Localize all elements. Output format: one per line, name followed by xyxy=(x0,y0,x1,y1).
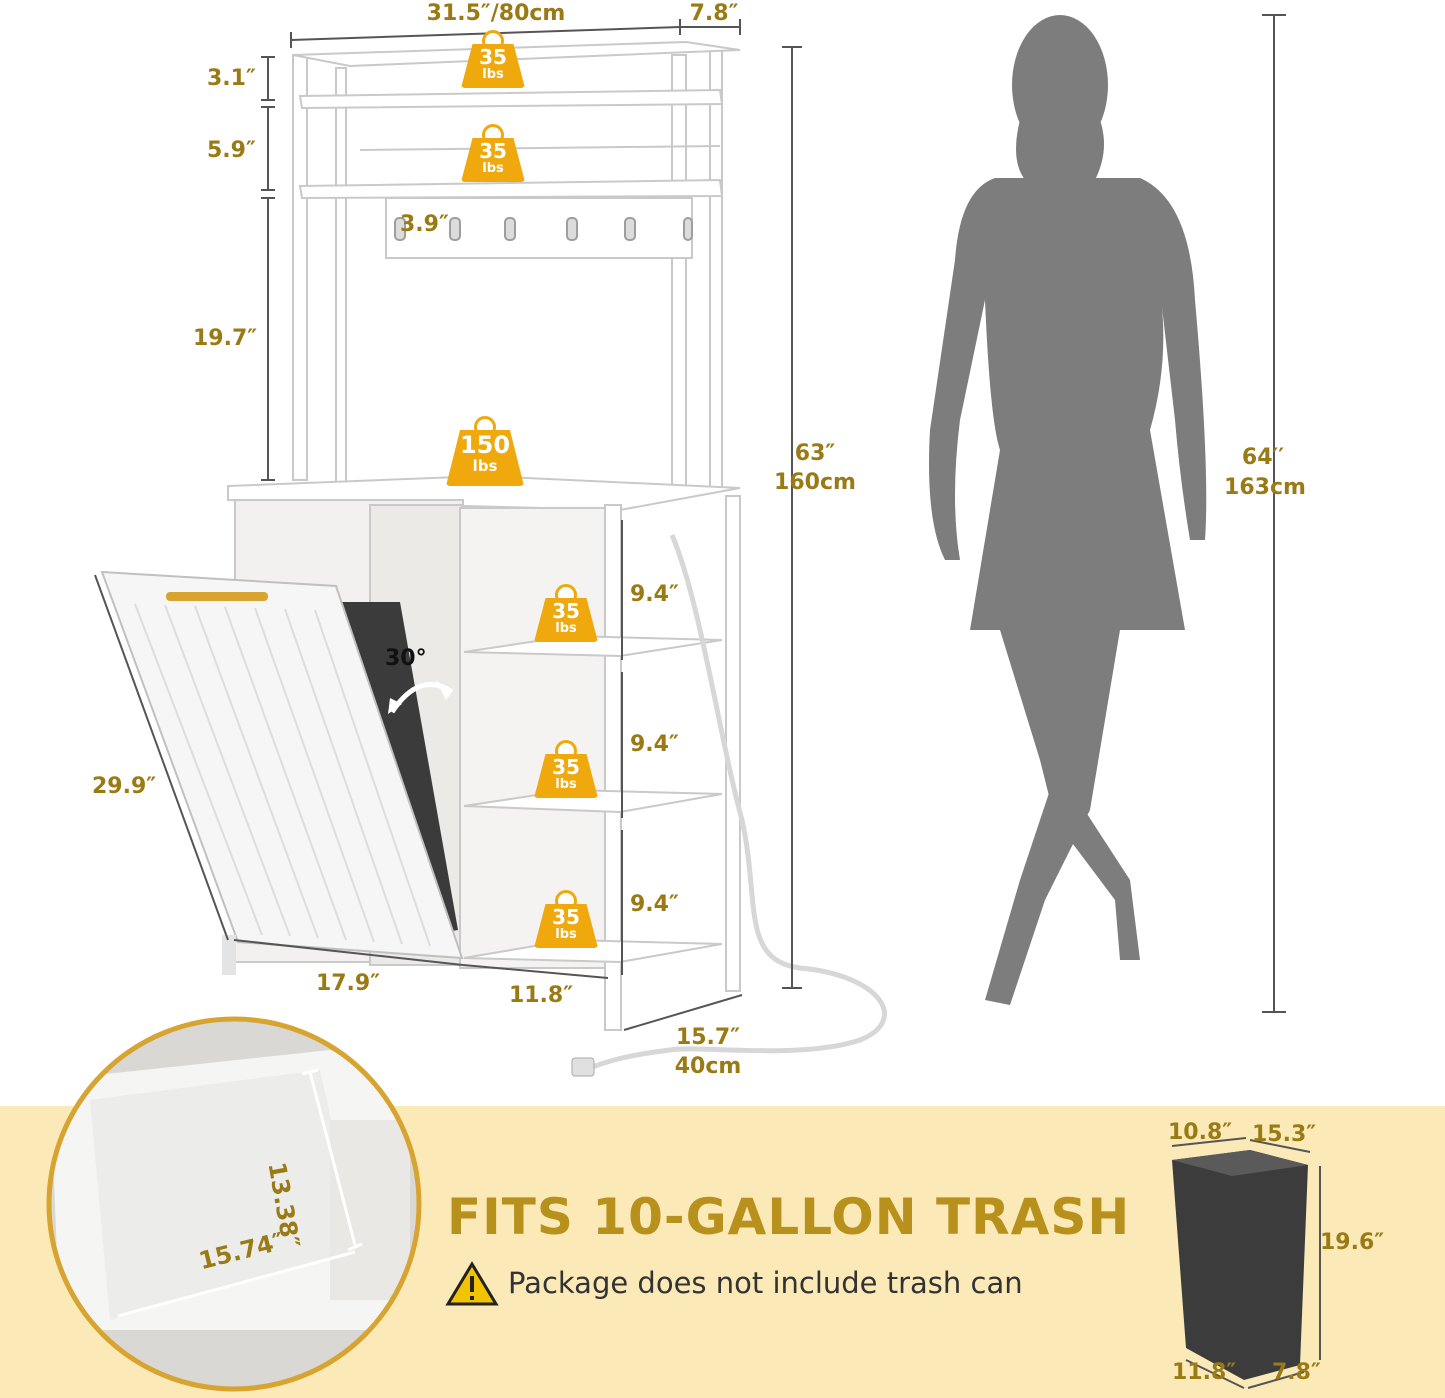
dim-cube-width: 11.8″ xyxy=(508,983,574,1008)
inner-trash-bin xyxy=(342,602,458,935)
zoom-inset xyxy=(46,1016,422,1392)
person-height-cm: 163cm xyxy=(1224,475,1306,500)
warning-triangle-icon xyxy=(445,1261,499,1306)
dim-hook-gap: 3.9″ xyxy=(400,212,449,237)
dim-door-height: 29.9″ xyxy=(92,774,157,799)
trash-top-width: 15.3″ xyxy=(1252,1122,1317,1147)
dim-depth-cm: 40cm xyxy=(674,1054,742,1079)
dim-shelf-gap-1: 3.1″ xyxy=(207,66,256,91)
power-cord xyxy=(589,534,887,1071)
tilt-out-door xyxy=(100,570,464,975)
dim-cube-height-2: 9.4″ xyxy=(630,732,679,757)
coat-hooks xyxy=(394,217,693,241)
dim-shelf-gap-2: 5.9″ xyxy=(207,138,256,163)
dim-cube-height-3: 9.4″ xyxy=(630,892,679,917)
dim-hutch-height: 19.7″ xyxy=(193,326,258,351)
dim-depth-top: 7.8″ xyxy=(689,1,739,26)
dim-width-top: 31.5″/80cm xyxy=(426,1,566,26)
trash-bottom-width: 11.8″ xyxy=(1172,1360,1237,1385)
tilt-angle-label: 30° xyxy=(385,646,427,671)
trash-can xyxy=(1171,1137,1321,1389)
banner-note: Package does not include trash can xyxy=(508,1266,1023,1300)
dim-total-height-cm: 160cm xyxy=(774,470,856,495)
dim-cube-height-1: 9.4″ xyxy=(630,582,679,607)
dim-depth-in: 15.7″ xyxy=(675,1025,741,1050)
banner-headline: FITS 10-GALLON TRASH xyxy=(447,1188,1131,1246)
trash-height: 19.6″ xyxy=(1320,1230,1385,1255)
trash-top-depth: 10.8″ xyxy=(1168,1120,1233,1145)
dim-total-height-in: 63″ xyxy=(794,441,836,466)
dim-door-width: 17.9″ xyxy=(315,971,381,996)
person-height-in: 64′′ xyxy=(1241,445,1285,470)
trash-bottom-depth: 7.8″ xyxy=(1272,1360,1321,1385)
person-silhouette xyxy=(929,15,1207,1005)
